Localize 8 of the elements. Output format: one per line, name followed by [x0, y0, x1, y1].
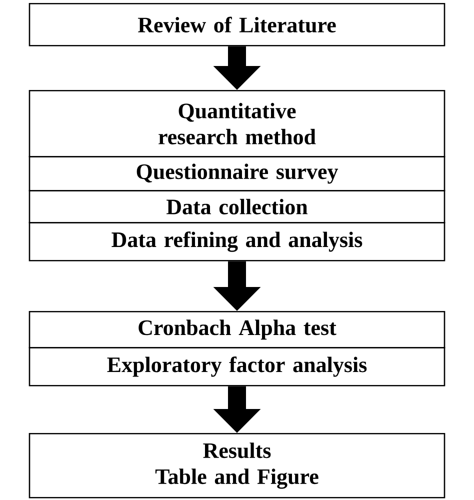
process-box: Review of Literature: [28, 3, 446, 46]
process-box: Cronbach Alpha test: [28, 311, 446, 348]
process-box: Results Table and Figure: [28, 433, 446, 498]
process-box: Exploratory factor analysis: [28, 347, 446, 386]
process-box: Questionnaire survey: [28, 156, 446, 192]
process-box: Data collection: [28, 190, 446, 224]
process-box: Data refining and analysis: [28, 222, 446, 262]
process-box: Quantitative research method: [28, 90, 446, 158]
